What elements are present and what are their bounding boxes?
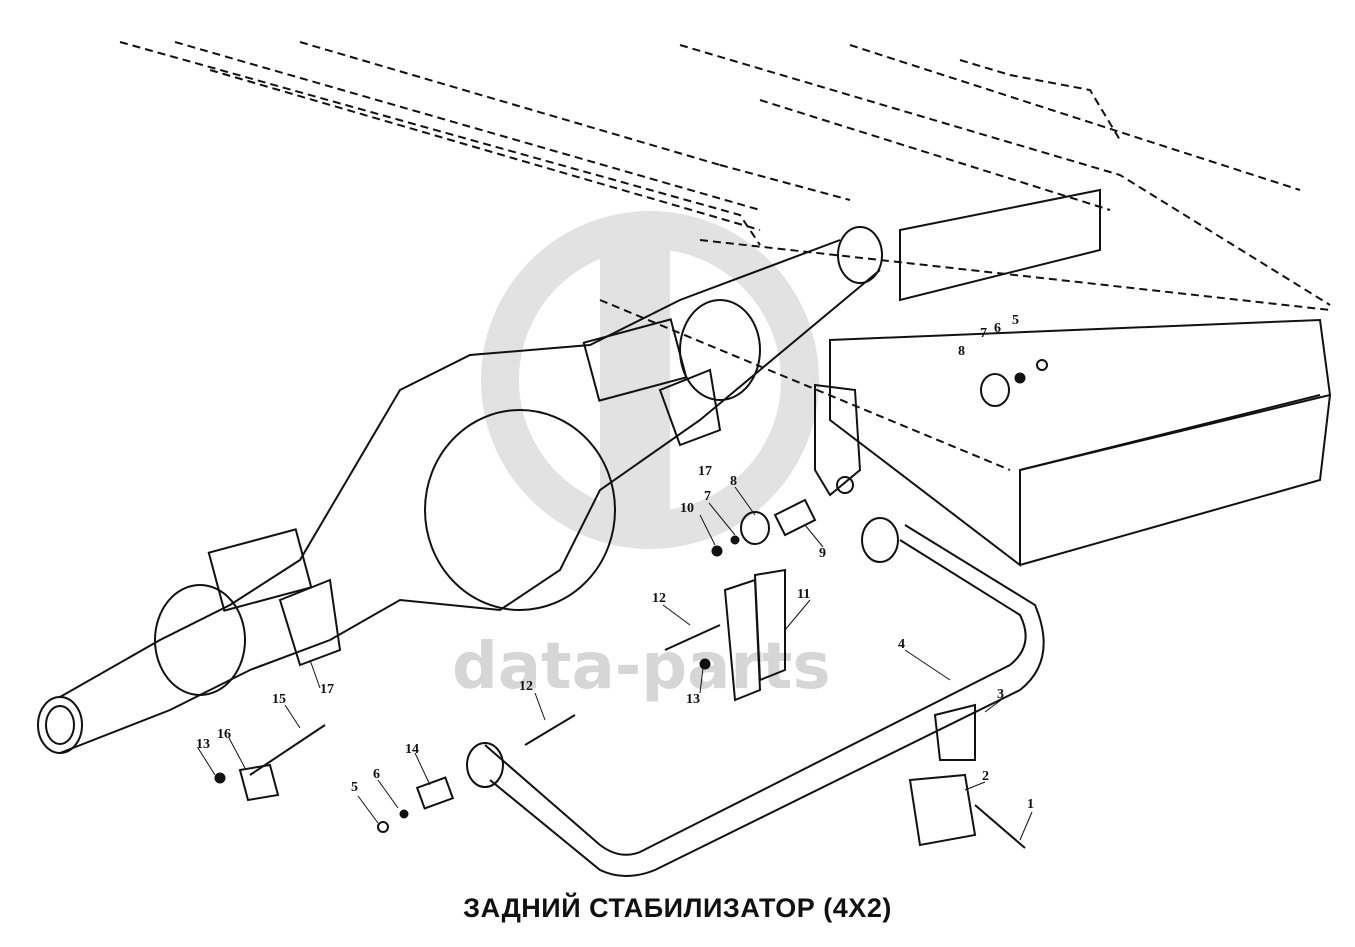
callout-5-left: 5	[351, 780, 358, 795]
callout-5-frame: 5	[1012, 313, 1019, 328]
callout-17-left: 17	[320, 682, 334, 697]
stabilizer-bar	[466, 517, 1045, 877]
watermark: data-parts	[452, 211, 831, 704]
diagram-title: ЗАДНИЙ СТАБИЛИЗАТОР (4Х2)	[463, 893, 892, 923]
frame-bracket	[814, 383, 862, 497]
callout-13-left: 13	[196, 737, 210, 752]
callout-8-mid: 8	[730, 474, 737, 489]
callout-8-frame: 8	[958, 344, 965, 359]
callout-13-right: 13	[686, 692, 700, 707]
callout-12-left: 12	[519, 679, 533, 694]
callout-10: 10	[680, 501, 694, 516]
callout-4: 4	[898, 637, 905, 652]
callout-12-right: 12	[652, 591, 666, 606]
callout-17-mid: 17	[698, 464, 712, 479]
callout-6-frame: 6	[994, 321, 1001, 336]
frame-rails	[119, 41, 1331, 471]
callout-9: 9	[819, 546, 826, 561]
callout-numbers: 1 2 3 4 11 13 12 9 10 7 8 17 8 7 6 5 12 …	[196, 313, 1034, 812]
watermark-text: data-parts	[452, 630, 831, 704]
bushings-and-clamps	[238, 373, 1010, 847]
callout-11: 11	[797, 587, 810, 602]
callout-6-left: 6	[373, 767, 380, 782]
rear-axle-housing	[37, 226, 883, 754]
leader-lines	[197, 486, 1033, 841]
callout-15: 15	[272, 692, 286, 707]
callout-2: 2	[982, 769, 989, 784]
callout-16: 16	[217, 727, 231, 742]
callout-1: 1	[1027, 797, 1034, 812]
nuts-and-washers	[214, 359, 1048, 833]
callout-3: 3	[997, 687, 1004, 702]
callout-14: 14	[405, 742, 419, 757]
callout-7-mid: 7	[704, 489, 711, 504]
callout-7-frame: 7	[980, 326, 987, 341]
cross-member	[829, 188, 1332, 568]
bolts	[249, 624, 1026, 849]
